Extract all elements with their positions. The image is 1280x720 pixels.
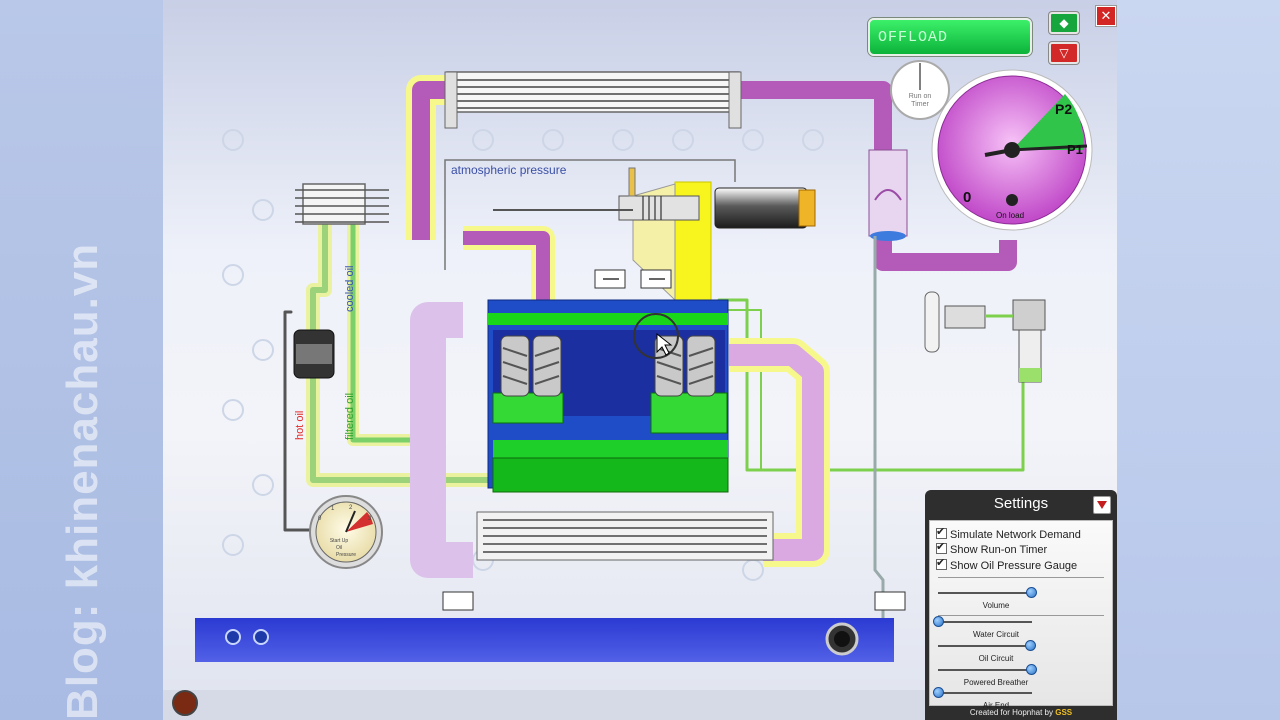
slider-volume-label: Volume xyxy=(982,601,1010,610)
slider-thumb[interactable] xyxy=(933,687,944,698)
checkbox-show-oil-pressure-gauge[interactable]: Show Oil Pressure Gauge xyxy=(936,556,1078,572)
slider-thumb[interactable] xyxy=(1025,640,1037,651)
settings-divider xyxy=(938,615,1104,616)
oil-gauge-tick-2: 2 xyxy=(349,505,353,511)
atmospheric-pressure-line xyxy=(444,159,736,270)
oil-cooler xyxy=(295,183,389,225)
slider-volume[interactable] xyxy=(938,587,1038,598)
oil-gauge-label-2: Oil xyxy=(336,545,342,551)
watermark-left: Blog: khinenachau.vn xyxy=(58,242,107,720)
pressure-gauge: P2 P1 0 On load xyxy=(931,69,1093,231)
slider-air-end-label: Air End xyxy=(982,701,1010,710)
settings-body: Simulate Network Demand Show Run-on Time… xyxy=(929,520,1113,710)
slider-thumb[interactable] xyxy=(933,616,944,627)
cooled-oil-label: cooled oil xyxy=(344,266,356,312)
bottom-cooler xyxy=(476,511,774,561)
status-label: OFFLOAD xyxy=(878,29,949,46)
aftercooler xyxy=(444,71,742,129)
slider-powered-breather-label: Powered Breather xyxy=(963,678,1029,687)
credit-prefix: Created for Hopnhat by xyxy=(969,708,1054,717)
solenoid-blocks xyxy=(594,269,672,289)
power-icon[interactable] xyxy=(172,690,198,716)
right-side-panel: Blog: khinenachau.vn xyxy=(1117,0,1280,720)
compressor-simulation: hot oil filtered oil cooled oil xyxy=(163,0,1117,720)
runon-timer-label-1: Run on xyxy=(909,93,932,100)
slider-powered-breather[interactable] xyxy=(938,664,1038,675)
settings-collapse-button[interactable] xyxy=(1093,496,1111,514)
checkbox-simulate-network-demand[interactable]: Simulate Network Demand xyxy=(936,525,1081,541)
zero-label: 0 xyxy=(963,189,971,206)
oil-gauge-label-1: Start Up xyxy=(330,538,349,544)
control-bar xyxy=(195,618,894,662)
left-side-panel: Blog: khinenachau.vn xyxy=(0,0,163,720)
drain-valves xyxy=(442,591,906,611)
start-button[interactable]: ◆ xyxy=(1049,12,1079,34)
oil-gauge-tick-3: 3 xyxy=(368,516,372,522)
checkbox-icon xyxy=(936,556,947,570)
outlet-assembly xyxy=(924,291,1046,383)
filtered-oil-label: filtered oil xyxy=(344,393,356,440)
slider-thumb[interactable] xyxy=(1026,587,1038,598)
p1-label: P1 xyxy=(1067,142,1083,157)
motor xyxy=(714,187,816,229)
stop-button[interactable]: ▽ xyxy=(1049,42,1079,64)
stop-icon: ▽ xyxy=(1059,46,1069,60)
credit-brand: GSS xyxy=(1055,708,1073,717)
status-display: OFFLOAD xyxy=(868,18,1032,56)
atmospheric-pressure-label: atmospheric pressure xyxy=(451,163,567,177)
slider-air-end[interactable] xyxy=(933,687,1032,698)
slider-oil-circuit[interactable] xyxy=(938,640,1037,651)
close-icon: ✕ xyxy=(1100,8,1112,23)
slider-water-circuit[interactable] xyxy=(933,616,1032,627)
checkbox-icon xyxy=(936,540,947,554)
slider-water-circuit-label: Water Circuit xyxy=(973,630,1019,639)
settings-divider xyxy=(938,577,1104,578)
settings-title: Settings xyxy=(993,495,1049,512)
checkbox-label: Simulate Network Demand xyxy=(950,529,1081,541)
runon-timer-label-2: Timer xyxy=(911,101,929,108)
compressor-air-end xyxy=(487,299,729,493)
oil-gauge-tick-1: 1 xyxy=(331,506,335,512)
slider-thumb[interactable] xyxy=(1026,664,1038,675)
slider-oil-circuit-label: Oil Circuit xyxy=(978,654,1014,663)
checkbox-icon xyxy=(936,525,947,539)
hot-oil-label: hot oil xyxy=(294,411,306,440)
separator-tank xyxy=(868,149,908,241)
oil-gauge-label-3: Pressure xyxy=(336,552,356,558)
oil-filter xyxy=(293,329,335,379)
credit-text: Created for Hopnhat by GSS xyxy=(925,708,1117,717)
oil-lines xyxy=(283,205,1025,532)
close-button[interactable]: ✕ xyxy=(1096,6,1116,26)
checkbox-show-runon-timer[interactable]: Show Run-on Timer xyxy=(936,540,1048,556)
oil-gauge-tick-0: 0 xyxy=(318,516,322,522)
p2-label: P2 xyxy=(1055,101,1072,117)
checkbox-label: Show Run-on Timer xyxy=(950,544,1048,556)
drain-line xyxy=(873,236,885,650)
on-load-label: On load xyxy=(996,211,1024,220)
checkbox-label: Show Oil Pressure Gauge xyxy=(950,560,1078,572)
settings-panel: Settings Simulate Network Demand Show Ru… xyxy=(925,490,1117,720)
runon-timer: Run on Timer xyxy=(890,60,950,120)
start-icon: ◆ xyxy=(1059,16,1069,30)
oil-pressure-gauge: 0 1 2 3 Start Up Oil Pressure xyxy=(309,495,383,569)
